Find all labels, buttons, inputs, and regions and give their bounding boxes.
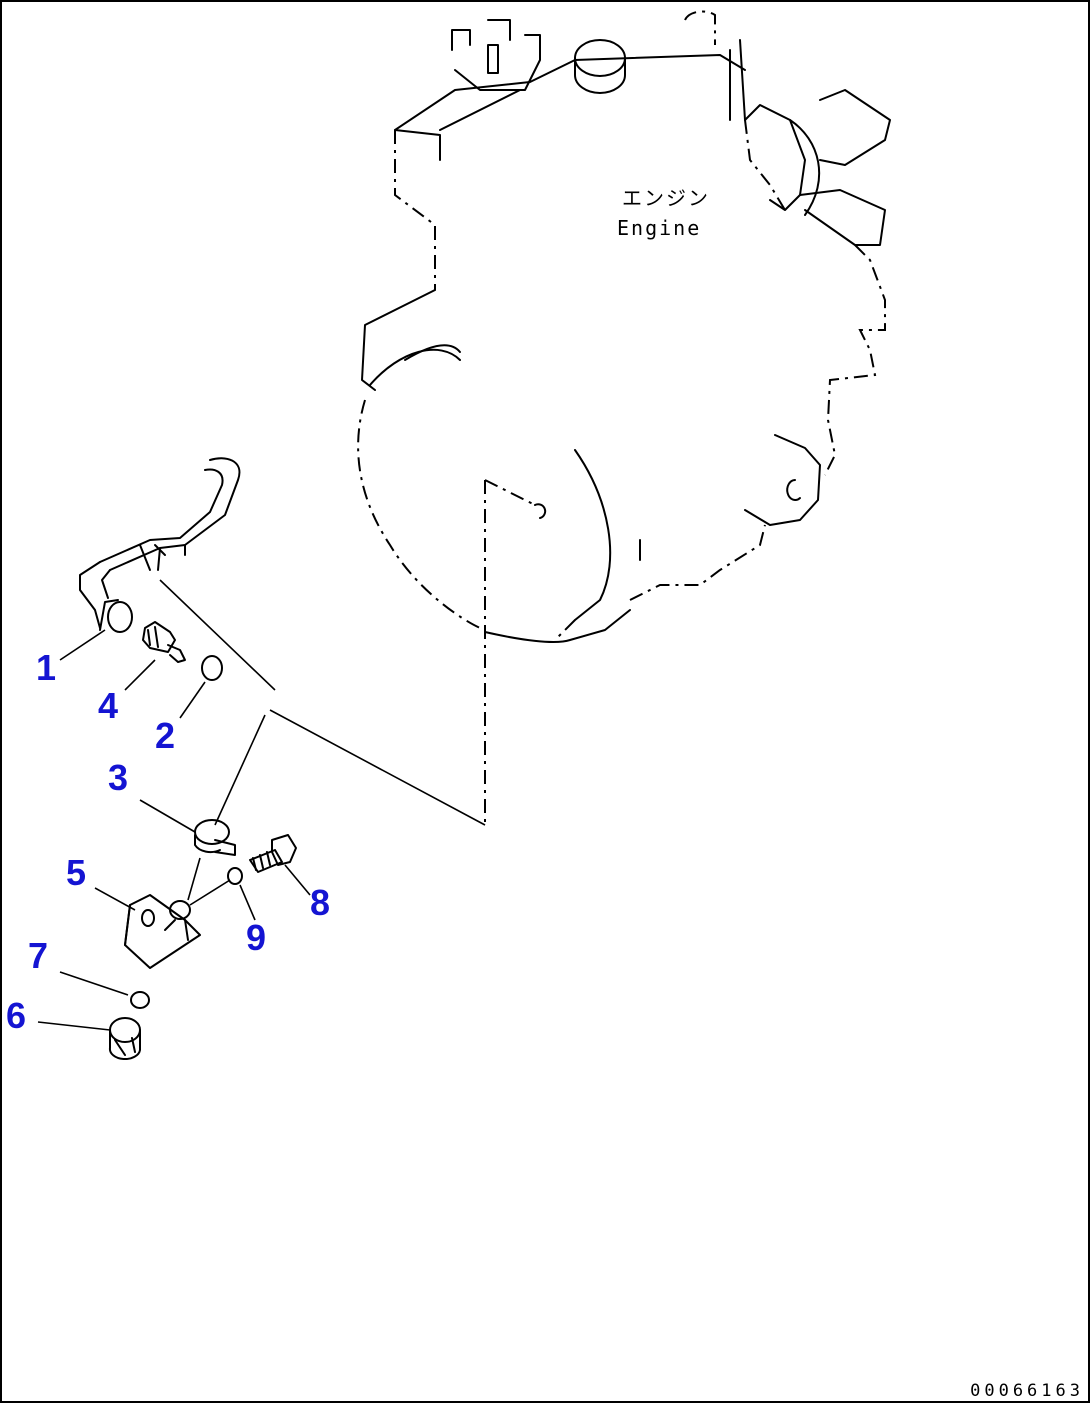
assembly-leader: [159, 579, 486, 826]
engine-label-en: Engine: [617, 216, 701, 240]
clamp-leader: [214, 714, 266, 826]
bracket-leaders: [187, 857, 231, 906]
callout-2: 2: [155, 715, 175, 756]
callout-9-leader: [239, 884, 256, 921]
callout-6-leader: [37, 1021, 111, 1031]
callout-5-leader: [94, 887, 136, 911]
callout-8-leader: [284, 864, 311, 896]
part-3-clamp: [194, 819, 236, 856]
part-1-hose: [79, 457, 241, 633]
callout-7: 7: [28, 935, 48, 976]
part-7-ball: [130, 991, 150, 1009]
callout-1: 1: [36, 647, 56, 688]
callout-2-leader: [179, 681, 206, 719]
callout-3: 3: [108, 757, 128, 798]
callout-5: 5: [66, 852, 86, 893]
part-9-washer: [227, 867, 243, 885]
document-id: 00066163: [970, 1381, 1084, 1401]
callout-7-leader: [59, 971, 129, 996]
part-2-oring: [201, 655, 223, 681]
callout-8: 8: [310, 882, 330, 923]
part-5-bracket: [124, 894, 201, 969]
callout-1-leader: [59, 629, 106, 661]
part-4-fitting: [142, 621, 186, 663]
engine-outline: [357, 10, 891, 825]
engine-label-ja: エンジン: [622, 186, 710, 210]
part-6-plug: [108, 1017, 141, 1061]
callout-3-leader: [139, 799, 196, 833]
callout-4-leader: [124, 659, 156, 691]
part-8-bolt: [249, 834, 297, 873]
callout-4: 4: [98, 685, 118, 726]
callout-9: 9: [246, 917, 266, 958]
callout-6: 6: [6, 995, 26, 1036]
